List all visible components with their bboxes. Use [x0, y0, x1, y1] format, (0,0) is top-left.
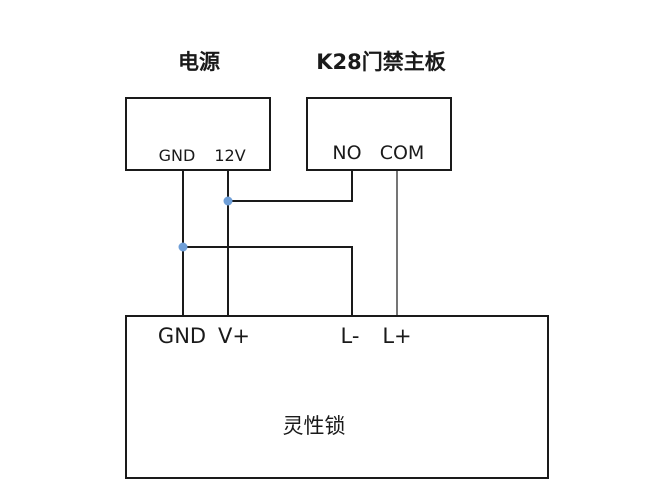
lock-lplus-terminal: L+: [382, 324, 411, 348]
controller-com-terminal: COM: [380, 142, 425, 164]
junction-dot-gnd: [178, 242, 188, 252]
power-supply-title: 电源: [178, 50, 220, 74]
power-supply-box: [125, 97, 271, 171]
controller-box: [306, 97, 452, 171]
power-12v-terminal: 12V: [214, 146, 245, 165]
controller-title: K28门禁主板: [316, 50, 446, 74]
junction-dot-12v: [223, 196, 233, 206]
lock-name: 灵性锁: [283, 414, 346, 438]
wire-gnd-to-lminus: [183, 246, 353, 316]
lock-box: [125, 315, 549, 479]
lock-vplus-terminal: V+: [218, 324, 250, 348]
controller-no-terminal: NO: [332, 142, 361, 164]
power-gnd-terminal: GND: [159, 146, 196, 165]
lock-gnd-terminal: GND: [158, 324, 206, 348]
lock-lminus-terminal: L-: [341, 324, 360, 348]
wire-12v-to-no: [228, 170, 353, 202]
